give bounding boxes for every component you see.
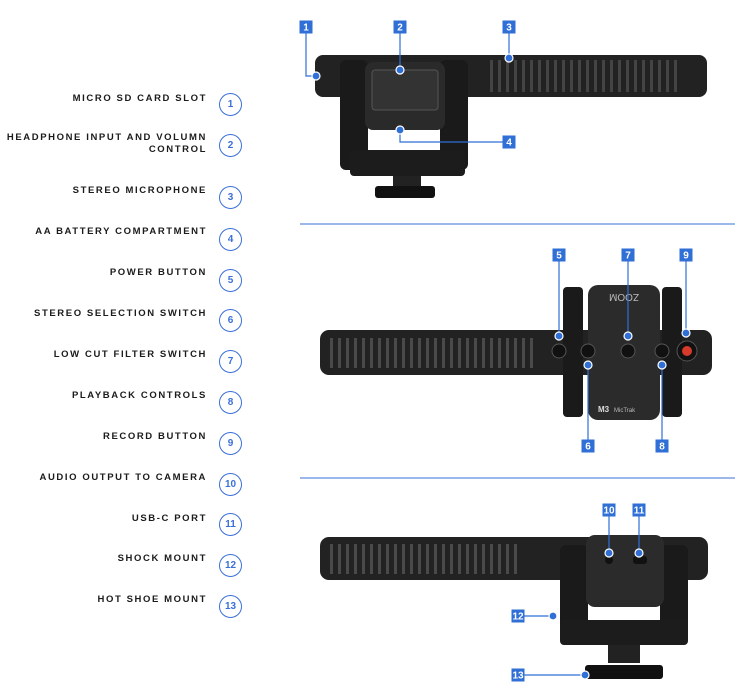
legend-label: STEREO SELECTION SWITCH: [34, 308, 207, 319]
callout-line: [305, 27, 316, 77]
legend-label: RECORD BUTTON: [102, 431, 207, 442]
callout-marker-icon: [580, 670, 590, 680]
legend-label: SHOCK MOUNT: [117, 553, 207, 564]
legend-number-badge: 3: [219, 186, 242, 209]
hot-shoe: [585, 665, 663, 679]
callout-number: 13: [512, 671, 524, 682]
legend-number-badge: 1: [219, 93, 242, 116]
callout-badge: [393, 20, 407, 34]
model-name: MicTrak: [614, 408, 636, 414]
callout-marker-icon: [311, 71, 321, 81]
legend-label: AA BATTERY COMPARTMENT: [35, 226, 207, 237]
callout-marker-icon: [504, 53, 514, 63]
callout-number: 8: [659, 442, 665, 453]
callout-marker-icon: [554, 331, 564, 341]
legend-label: PLAYBACK CONTROLS: [71, 390, 207, 401]
callout-marker-icon: [604, 548, 614, 558]
stereo-switch: [580, 343, 596, 359]
mic-front-view: [320, 535, 708, 679]
legend-label: AUDIO OUTPUT TO CAMERA: [39, 472, 207, 483]
callout-marker-icon: [681, 328, 691, 338]
legend-label: LOW CUT FILTER SWITCH: [53, 349, 207, 360]
callout-number: 1: [303, 23, 309, 34]
legend-number-badge: 8: [219, 391, 242, 414]
callout-number: 6: [585, 442, 591, 453]
callout-marker-icon: [634, 548, 644, 558]
mic-rear-view: [315, 55, 707, 198]
callout-badge: [655, 439, 669, 453]
callout-badge: [602, 503, 616, 517]
legend-label: HOT SHOE MOUNT: [97, 594, 207, 605]
callout-number: 11: [634, 506, 645, 517]
callout-badge: [502, 20, 516, 34]
brand-logo: ZOOM: [609, 291, 639, 302]
low-cut-switch: [620, 343, 636, 359]
model-label: M3: [598, 405, 610, 414]
callout-badge: [581, 439, 595, 453]
callout-number: 7: [625, 251, 631, 262]
legend-number-badge: 10: [219, 473, 242, 496]
mic-top-view: ZOOM M3 MicTrak: [320, 285, 712, 420]
playback-button: [654, 343, 670, 359]
callout-marker-icon: [623, 331, 633, 341]
legend-number-badge: 7: [219, 350, 242, 373]
callout-badge: [502, 135, 516, 149]
callout-badge: [511, 609, 525, 623]
legend-number-badge: 13: [219, 595, 242, 618]
power-button: [551, 343, 567, 359]
callout-number: 9: [683, 251, 689, 262]
callout-badge: [511, 668, 525, 682]
callout-number: 2: [397, 23, 403, 34]
legend-number-badge: 11: [219, 513, 242, 536]
usb-c-port: [633, 556, 647, 564]
callout-marker-icon: [583, 360, 593, 370]
callout-number: 12: [512, 612, 524, 623]
legend-number-badge: 6: [219, 309, 242, 332]
legend-label: USB-C PORT: [131, 513, 207, 524]
callout-number: 3: [506, 23, 512, 34]
legend-number-badge: 9: [219, 432, 242, 455]
callout-badge: [621, 248, 635, 262]
callout-badge: [552, 248, 566, 262]
legend-label: MICRO SD CARD SLOT: [72, 93, 207, 104]
audio-output-jack: [605, 556, 613, 564]
legend-number-badge: 4: [219, 228, 242, 251]
callout-badge: [679, 248, 693, 262]
callout-badge: [632, 503, 646, 517]
callout-marker-icon: [395, 125, 405, 135]
legend-label: POWER BUTTON: [109, 267, 207, 278]
callout-number: 10: [603, 506, 615, 517]
callout-marker-icon: [548, 611, 558, 621]
legend-number-badge: 5: [219, 269, 242, 292]
callout-marker-icon: [395, 65, 405, 75]
legend-number-badge: 2: [219, 134, 242, 157]
legend-number-badge: 12: [219, 554, 242, 577]
legend-label: STEREO MICROPHONE: [72, 185, 207, 196]
legend-label: HEADPHONE INPUT AND VOLUMN CONTROL: [6, 132, 207, 155]
callout-marker-icon: [657, 360, 667, 370]
record-button: [682, 346, 692, 356]
callout-number: 4: [506, 138, 512, 149]
callout-badge: [299, 20, 313, 34]
callout-number: 5: [556, 251, 562, 262]
